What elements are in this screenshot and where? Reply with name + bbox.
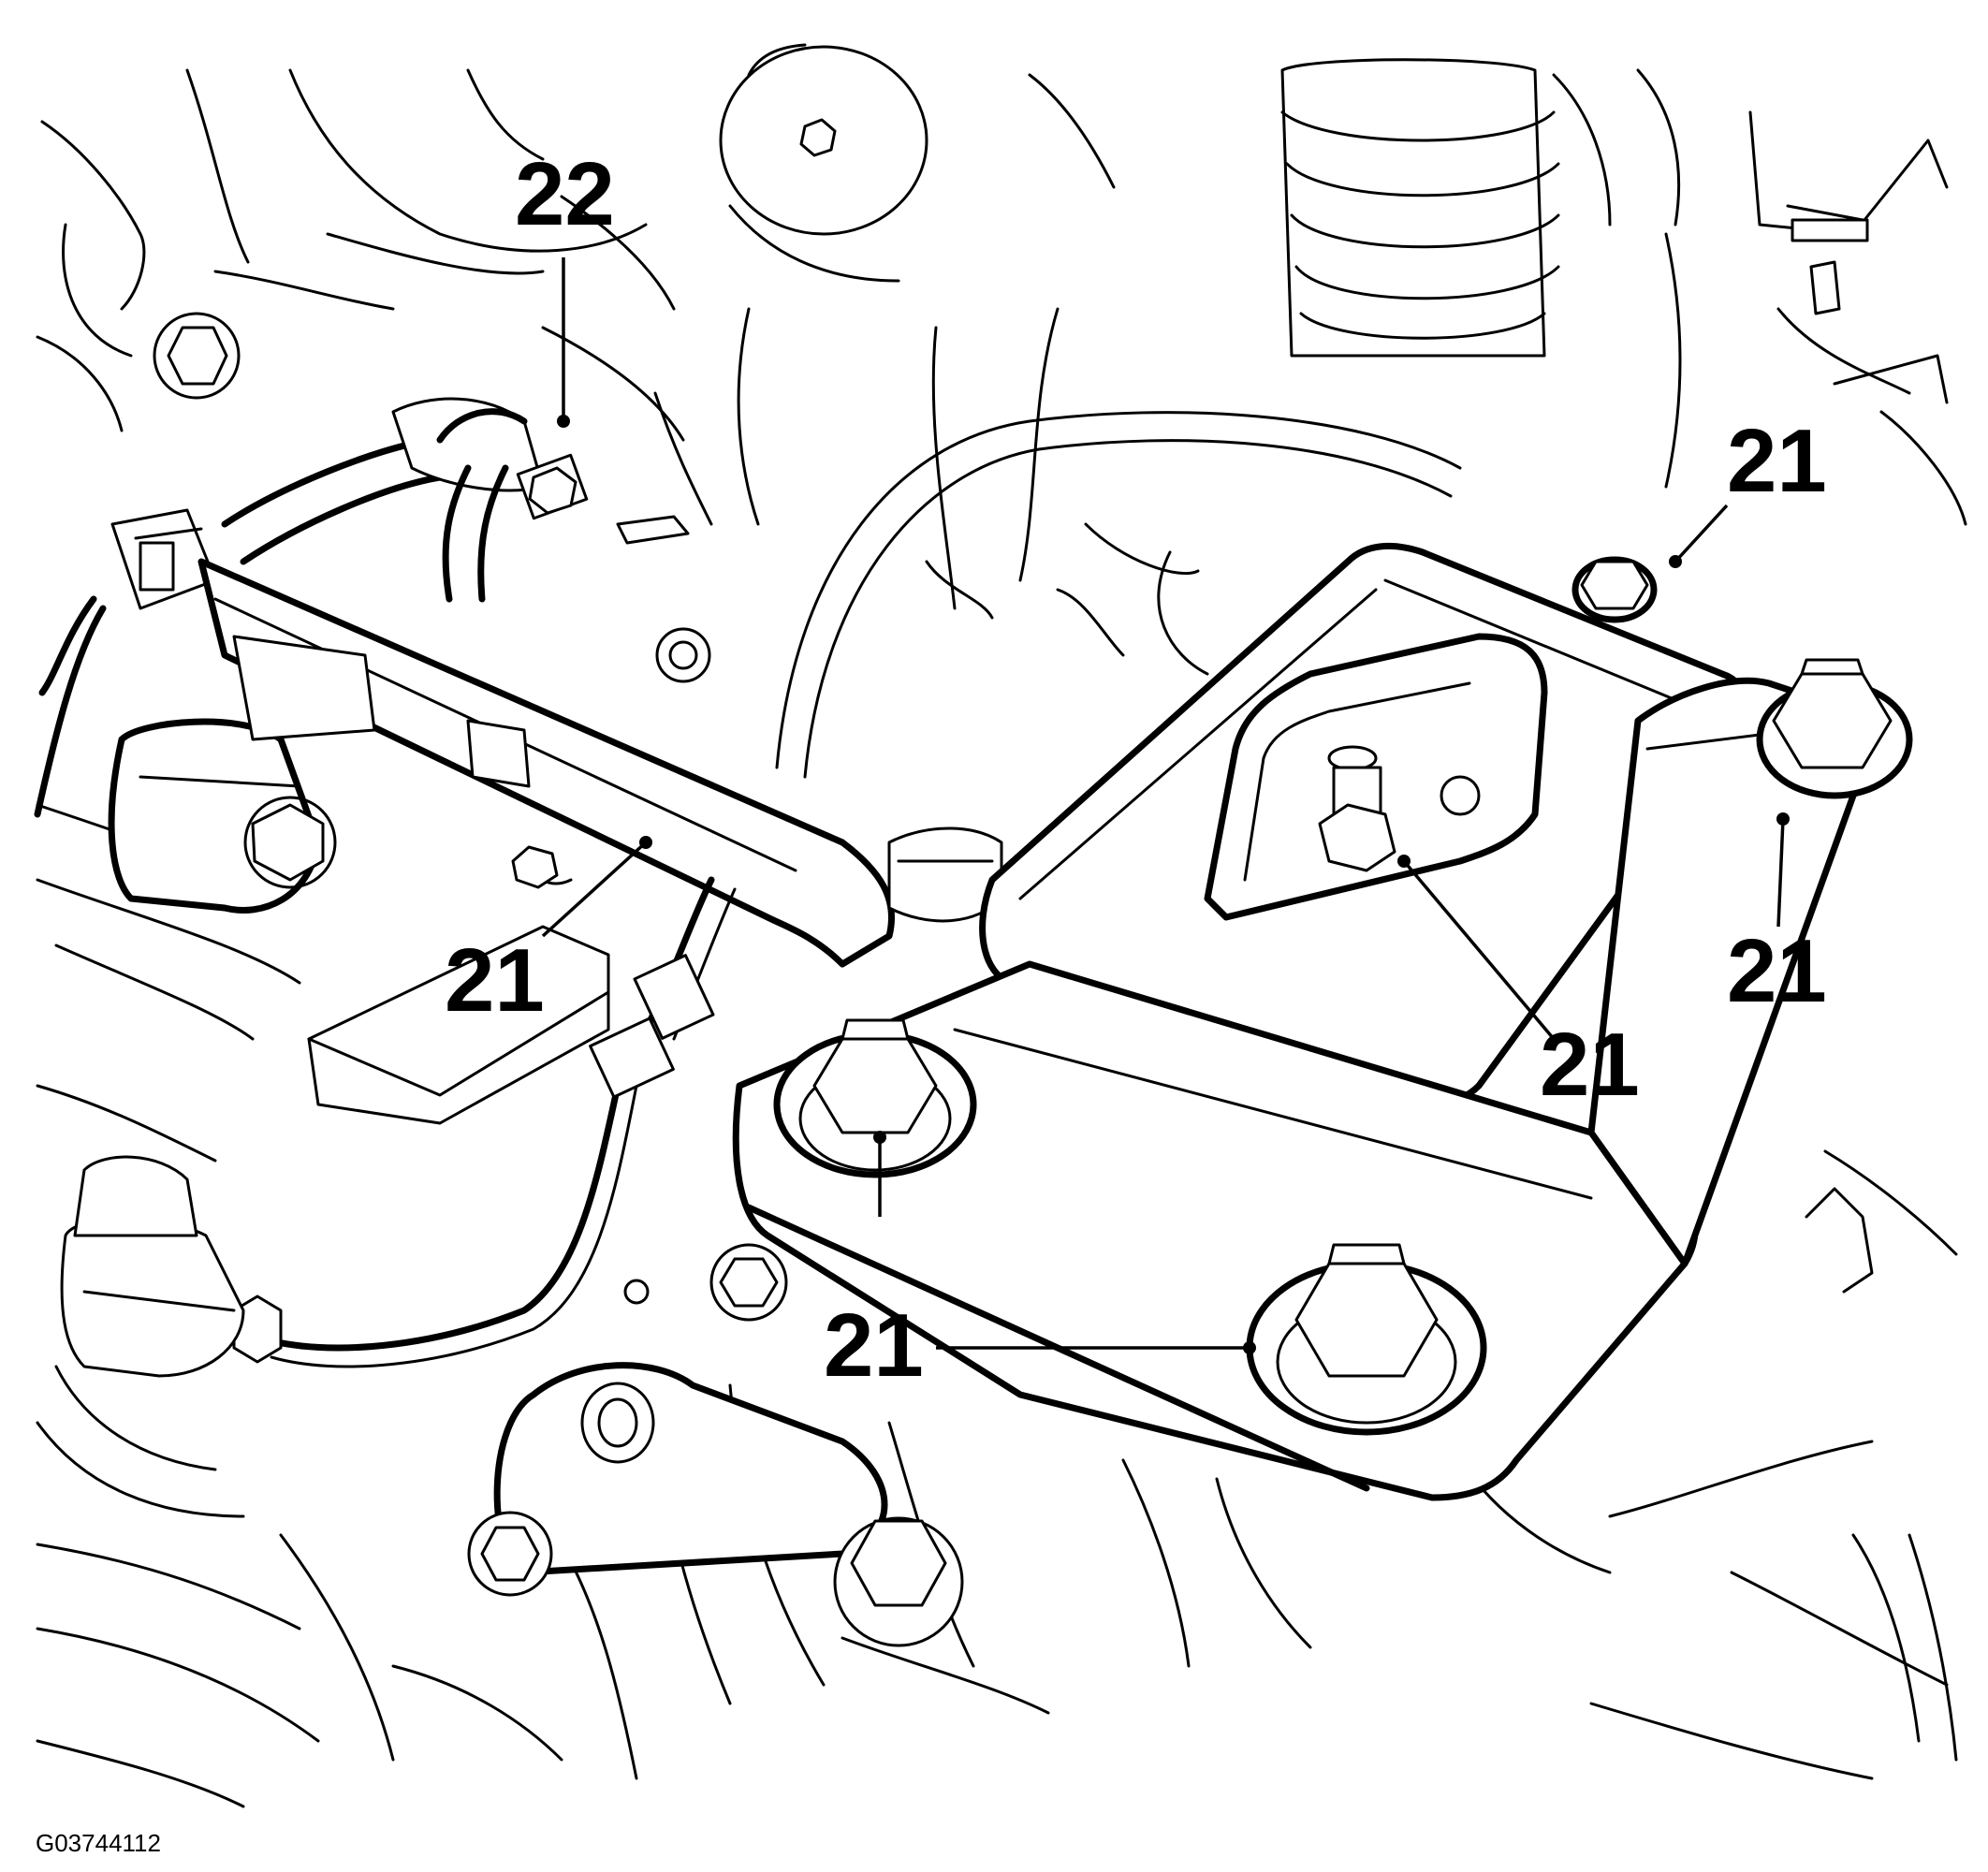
- lower-center-bolt-icon: [833, 1516, 964, 1647]
- callout-21-top-right: 21: [1727, 411, 1827, 511]
- upper-left-bolt: [153, 312, 241, 400]
- bolt-3-icon: [773, 1018, 977, 1178]
- bellows: [1280, 58, 1560, 358]
- callout-21-right: 21: [1727, 921, 1827, 1021]
- callout-21-center: 21: [1540, 1015, 1640, 1115]
- lower-left-bolt-icon: [467, 1511, 553, 1597]
- support-bar: [108, 558, 1003, 968]
- nut-icon: [709, 1243, 788, 1322]
- callout-labels: 22 21 21 21 21 21 21: [445, 144, 1827, 1396]
- bolt-1-icon: [1571, 556, 1658, 623]
- hose-assembly: [34, 397, 690, 818]
- figure-code: G03744112: [36, 1829, 161, 1857]
- callout-21-plate-left: 21: [824, 1295, 924, 1396]
- leader-lines: [541, 257, 1790, 1354]
- mount-bolts: [709, 556, 1913, 1436]
- lower-left-components: [36, 627, 964, 1647]
- bolt-2-icon: [1756, 658, 1913, 799]
- bolt-4-icon: [1246, 1243, 1487, 1436]
- callout-22: 22: [515, 144, 615, 244]
- callout-21-left: 21: [445, 930, 545, 1031]
